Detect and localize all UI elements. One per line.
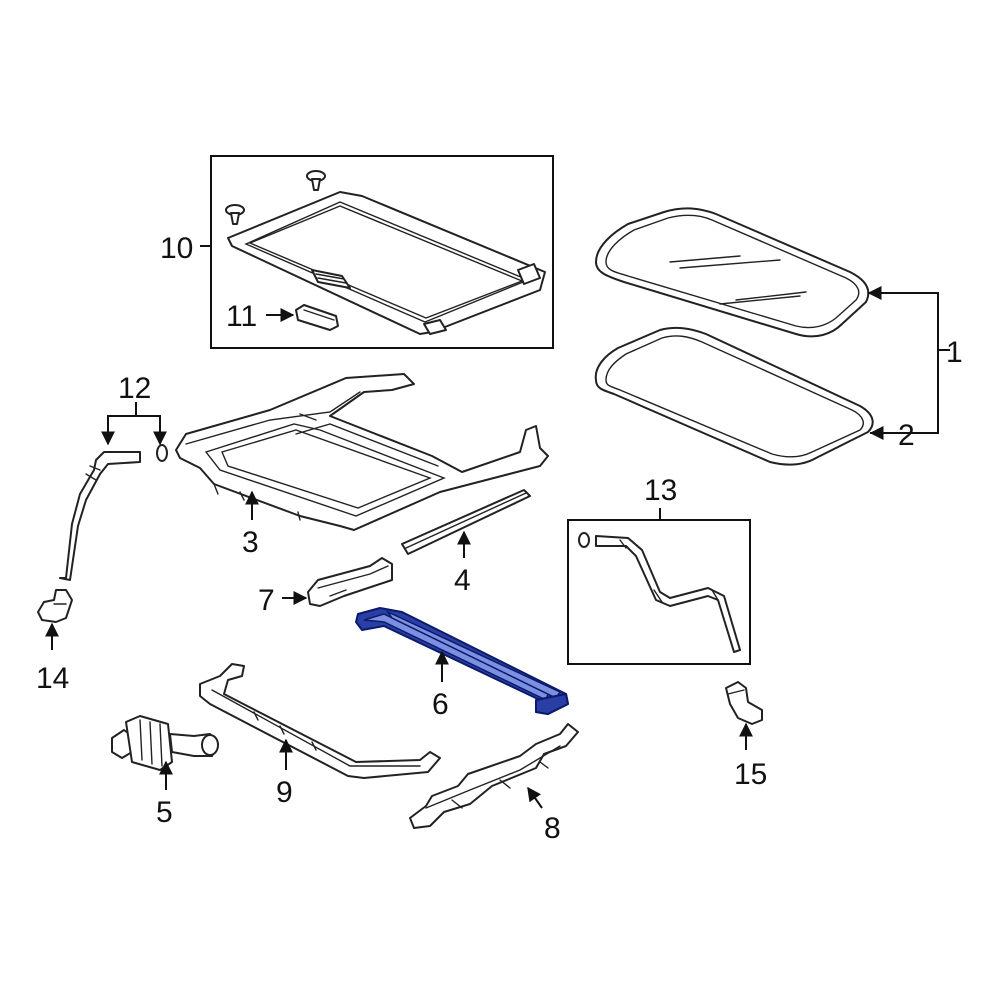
callout-11: 11: [226, 300, 257, 333]
part-1-glass-panel[interactable]: [595, 207, 870, 338]
callout-4: 4: [454, 564, 471, 597]
callout-3: 3: [242, 526, 259, 559]
part-12-drain-hose[interactable]: [59, 444, 168, 581]
callout-7: 7: [258, 584, 275, 617]
part-2-glass-seal[interactable]: [594, 326, 874, 466]
callout-15: 15: [734, 758, 767, 791]
callout-12: 12: [118, 372, 151, 405]
part-8-track[interactable]: [409, 723, 579, 829]
part-14-elbow[interactable]: [37, 589, 73, 623]
part-15-elbow[interactable]: [725, 681, 763, 725]
screw-icon: [225, 170, 326, 225]
sunshade-group-box: [210, 155, 554, 349]
part-13-drain-tube[interactable]: [578, 532, 741, 653]
callout-1: 1: [946, 336, 963, 369]
callout-5: 5: [156, 796, 173, 829]
callout-9: 9: [276, 776, 293, 809]
part-9-cable-frame[interactable]: [199, 663, 441, 779]
callout-6: 6: [432, 688, 449, 721]
part-3-frame[interactable]: [175, 373, 549, 531]
part-4-deflector[interactable]: [401, 489, 531, 555]
part-7-guide[interactable]: [307, 557, 393, 607]
part-6-cross-rail-highlighted[interactable]: [355, 607, 569, 715]
bracket-1-2: [867, 286, 950, 440]
callout-10: 10: [160, 232, 193, 265]
part-5-motor[interactable]: [111, 715, 219, 771]
leader-lines: [45, 245, 753, 809]
callout-14: 14: [36, 662, 69, 695]
part-10-sunshade[interactable]: [227, 191, 546, 335]
part-11-clip[interactable]: [295, 304, 339, 331]
callout-8: 8: [544, 812, 561, 845]
callout-2: 2: [898, 419, 915, 452]
callout-13: 13: [644, 474, 677, 507]
